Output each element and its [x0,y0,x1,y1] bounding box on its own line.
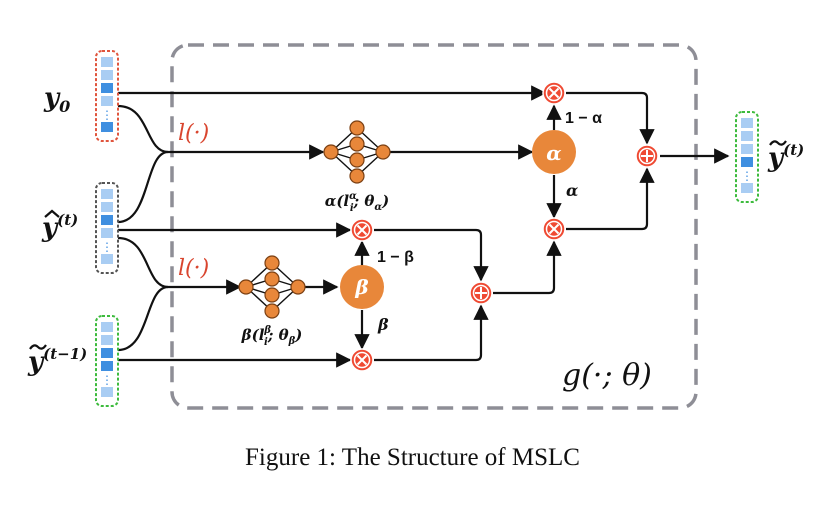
circled-times-icon [542,81,566,105]
edge-mul-beta-top-to-add [374,228,489,282]
vector-yt-cell [101,215,113,225]
edge-y0-merge [117,104,169,154]
vector-yt1-cell [101,361,113,371]
edge-mul-beta-bottom-to-add [374,304,489,362]
vector-yt-cell [101,254,113,264]
tilde-mark [769,140,787,146]
circled-plus-icon [469,281,493,305]
vector-yt1: ⋮ [95,315,119,407]
edge-yt-merge-up [117,150,169,224]
vector-yt-cell [101,228,113,238]
net-node [290,279,306,295]
hat-mark [44,209,60,218]
gate-alpha-symbol: α [546,141,561,165]
gate-beta-symbol: β [354,275,368,299]
gate-alpha-circle [532,130,576,174]
vector-yt-cell [101,189,113,199]
net-node [349,136,365,152]
circled-times-icon [350,348,374,372]
label-beta-gate: β [377,315,389,334]
vector-yt1-cell [101,387,113,397]
vector-y0-cell [101,57,113,67]
neural-network-icon [238,255,306,319]
gate-beta-circle [340,265,384,309]
vector-yt: ⋮ [95,182,119,274]
input-label-yt1-text: y(t−1) [27,345,87,377]
vector-output-ellipsis: ⋮ [741,169,753,183]
edge-yt-merge-down [117,236,169,289]
vector-output-cell [741,144,753,154]
output-label: y(t) [767,140,804,173]
net-node [375,144,391,160]
vector-yt1-cell [101,348,113,358]
edge-add-beta-to-mul-alpha-bottom [493,240,562,295]
edge-yt1-merge-up [117,285,169,352]
vector-y0-cell [101,96,113,106]
loss-label-beta: l(·) [178,256,209,281]
net-node [264,271,280,287]
vector-yt1-cell [101,335,113,345]
input-label-yt1: y(t−1) [27,344,87,377]
tilde-mark [29,344,47,350]
gate-beta: β [340,265,384,309]
circled-plus-icon [635,144,659,168]
net-node [323,144,339,160]
vector-output: ⋮ [735,111,759,203]
module-box [170,43,698,410]
vector-y0-cell [101,122,113,132]
net-node [349,152,365,168]
label-one-minus-beta: 1 − β [377,249,414,266]
circled-times-icon [350,218,374,242]
net-node [264,255,280,271]
gate-alpha: α [532,130,576,174]
module-label: g(·; θ) [562,358,652,393]
label-one-minus-alpha: 1 − α [565,110,602,127]
input-label-y0: y0 [43,83,70,116]
edge-mul-alpha-top-to-add [566,91,655,145]
loss-label-alpha: l(·) [178,121,209,146]
net-node [349,120,365,136]
input-label-yt-text: y(t) [41,211,78,243]
vector-yt-ellipsis: ⋮ [101,240,113,254]
vector-yt1-cell [101,322,113,332]
neural-network-icon [323,120,391,184]
circled-times-icon [542,217,566,241]
input-label-yt: y(t) [41,209,78,243]
net-node [349,168,365,184]
vector-y0-cell [101,70,113,80]
vector-output-cell [741,183,753,193]
edge-mul-alpha-bottom-to-add [566,167,655,231]
vector-output-cell [741,118,753,128]
vector-y0-ellipsis: ⋮ [101,108,113,122]
figure-caption: Figure 1: The Structure of MSLC [245,444,580,471]
label-alpha-gate: α [566,181,578,200]
vector-y0-cell [101,83,113,93]
vector-yt-cell [101,202,113,212]
vector-output-cell [741,157,753,167]
vector-yt1-ellipsis: ⋮ [101,373,113,387]
net-node [238,279,254,295]
net-node [264,303,280,319]
vector-output-cell [741,131,753,141]
connections [117,85,730,368]
net-node [264,287,280,303]
vector-y0: ⋮ [95,50,119,142]
output-label-text: y(t) [767,141,804,173]
